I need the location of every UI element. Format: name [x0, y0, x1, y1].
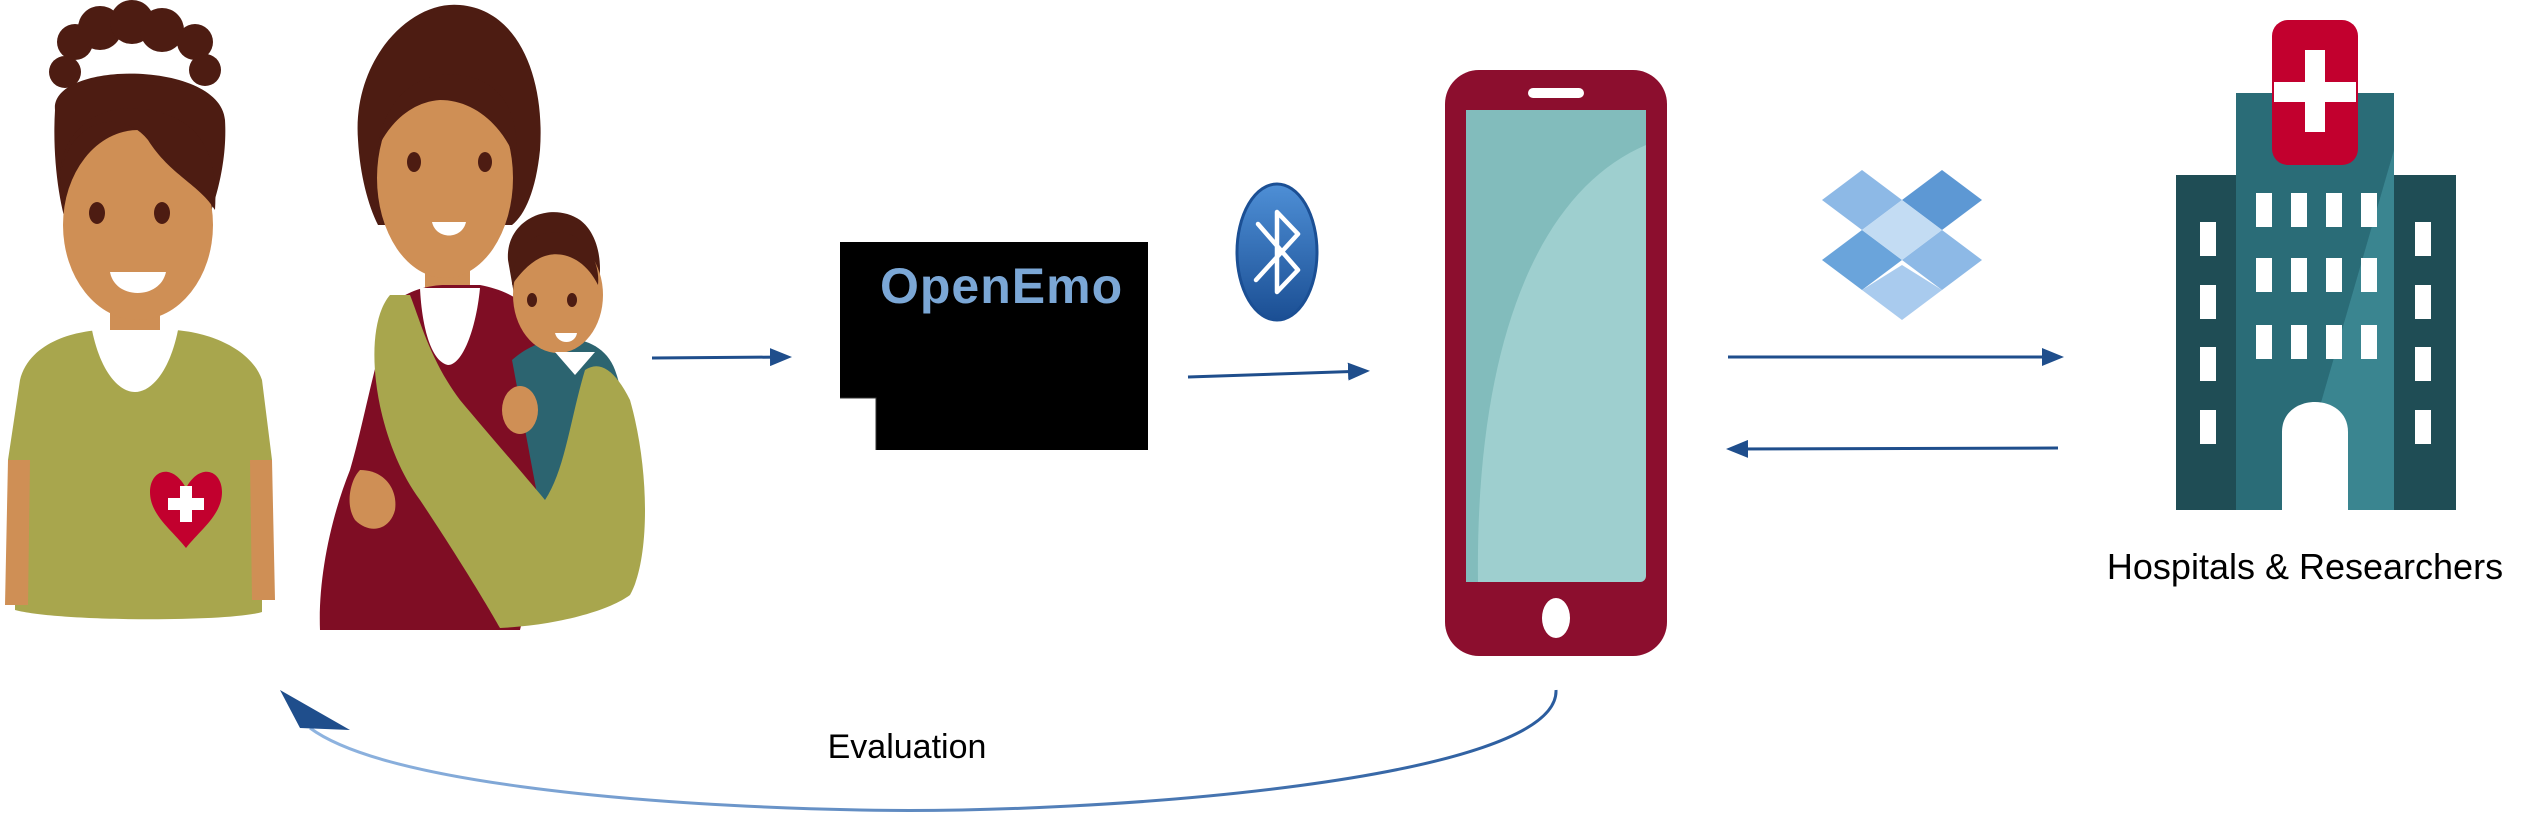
hospital-icon [2176, 20, 2456, 510]
smartphone-icon [1445, 70, 1667, 656]
bluetooth-icon [1235, 182, 1319, 322]
dropbox-icon [1822, 170, 1982, 320]
arrow-device-to-phone [1187, 362, 1370, 381]
hospitals-researchers-label: Hospitals & Researchers [2106, 546, 2504, 587]
evaluation-arrow [280, 689, 1558, 812]
arrow-people-to-device [651, 348, 792, 367]
openemo-device-icon [840, 242, 1148, 450]
arrow-hospital-to-phone [1726, 439, 2059, 458]
mother-with-baby-icon [319, 4, 645, 630]
device-label: OpenEmo [880, 258, 1124, 314]
nurse-icon [5, 0, 275, 620]
evaluation-label: Evaluation [827, 728, 987, 766]
